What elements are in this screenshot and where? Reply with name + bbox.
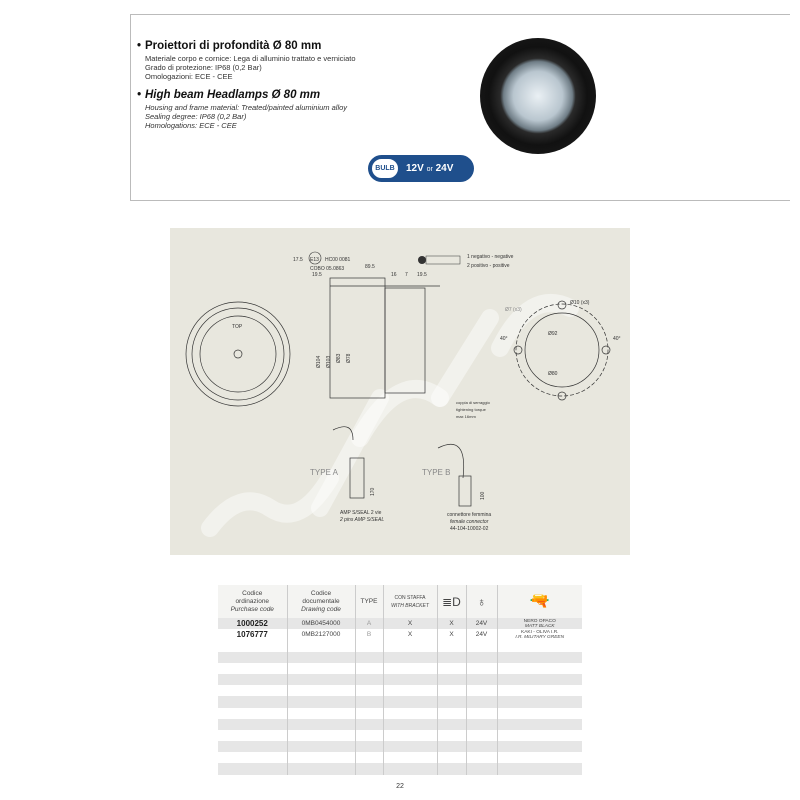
length-a: 170 (370, 487, 376, 496)
dim: 19.5 (312, 272, 322, 278)
top-rule (130, 14, 790, 15)
type-b-label: TYPE B (422, 468, 450, 477)
side-rule (130, 14, 131, 200)
empty-table-row (218, 685, 582, 697)
empty-table-row (218, 752, 582, 764)
bulb-icon: ♁ (466, 585, 498, 618)
hole-small: Ø7 (x3) (505, 307, 522, 313)
connector-b: female connector (450, 519, 489, 525)
length-b: 100 (480, 491, 486, 500)
diameter-80: Ø80 (548, 371, 558, 377)
technical-drawing: 17.5 E13 HC00 0081 COBO 05.0863 1 negati… (170, 228, 630, 555)
spec-line: Materiale corpo e cornice: Lega di allum… (145, 54, 356, 63)
dim: Ø78 (346, 353, 352, 363)
h-code: HC00 0081 (325, 257, 351, 263)
spec-line: Omologazioni: ECE - CEE (145, 72, 233, 81)
title-it: Proiettori di profondità Ø 80 mm (145, 40, 356, 53)
spec-english: High beam Headlamps Ø 80 mm Housing and … (145, 89, 347, 130)
dim: 19.5 (417, 272, 427, 278)
cobo-code: COBO 05.0863 (310, 266, 344, 272)
connector-b: 44-104-10002-02 (450, 526, 489, 532)
torque-note: tightening torque (456, 407, 487, 412)
title-en: High beam Headlamps Ø 80 mm (145, 89, 347, 102)
empty-table-row (218, 763, 582, 775)
empty-table-row (218, 673, 582, 686)
headlamp-photo (480, 38, 596, 154)
empty-table-row (218, 696, 582, 708)
empty-table-row (218, 718, 582, 730)
voltage-label: 12V or 24V (406, 163, 454, 174)
spec-italian: Proiettori di profondità Ø 80 mm Materia… (145, 40, 356, 81)
high-beam-icon: ≣D (437, 585, 467, 618)
spec-line: Grado di protezione: IP68 (0,2 Bar) (145, 63, 262, 72)
torque-note: max 16mm (456, 414, 476, 419)
bulb-badge: BULB (370, 157, 400, 180)
dim: Ø104 (316, 356, 322, 368)
top-label: TOP (232, 324, 243, 330)
empty-table-row (218, 741, 582, 753)
angle-left: 40° (500, 336, 508, 342)
spec-line: Sealing degree: IP68 (0,2 Bar) (145, 112, 247, 121)
spec-line: Homologations: ECE - CEE (145, 121, 237, 130)
dim: Ø83 (336, 353, 342, 363)
wire-negative: 1 negativo - negative (467, 254, 514, 260)
hole-large: Ø10 (x3) (570, 300, 590, 306)
connector-a: 2 pins AMP S/SEAL (339, 517, 384, 523)
voltage-badge: BULB 12V or 24V (368, 155, 474, 182)
type-a-label: TYPE A (310, 468, 339, 477)
table-row: 1076777 0MB2127000 B X X 24V KAKI - OLIV… (218, 629, 582, 641)
empty-table-row (218, 662, 582, 674)
dim: 89.5 (365, 264, 375, 270)
page-number: 22 (396, 783, 404, 790)
watermark (201, 294, 579, 537)
homologation-code: 17.5 (293, 257, 303, 263)
dim: 7 (405, 272, 408, 278)
empty-table-row (218, 651, 582, 663)
connector-a: AMP S/SEAL 2 vie (340, 510, 382, 516)
empty-table-row (218, 640, 582, 652)
wire-positive: 2 positivo - positive (467, 263, 510, 269)
e-mark: E13 (310, 257, 319, 263)
connector-b: connettore femmina (447, 512, 491, 518)
diameter-92: Ø92 (548, 331, 558, 337)
empty-table-row (218, 729, 582, 742)
paint-gun-icon: 🔫 (497, 585, 582, 618)
header-type: TYPE (355, 585, 384, 618)
spec-line: Housing and frame material: Treated/pain… (145, 103, 348, 112)
mid-rule (130, 200, 790, 201)
dim: Ø103 (326, 356, 332, 368)
dim: 16 (391, 272, 397, 278)
empty-table-row (218, 707, 582, 719)
torque-note: coppia di serraggio (456, 400, 491, 405)
angle-right: 40° (613, 336, 621, 342)
